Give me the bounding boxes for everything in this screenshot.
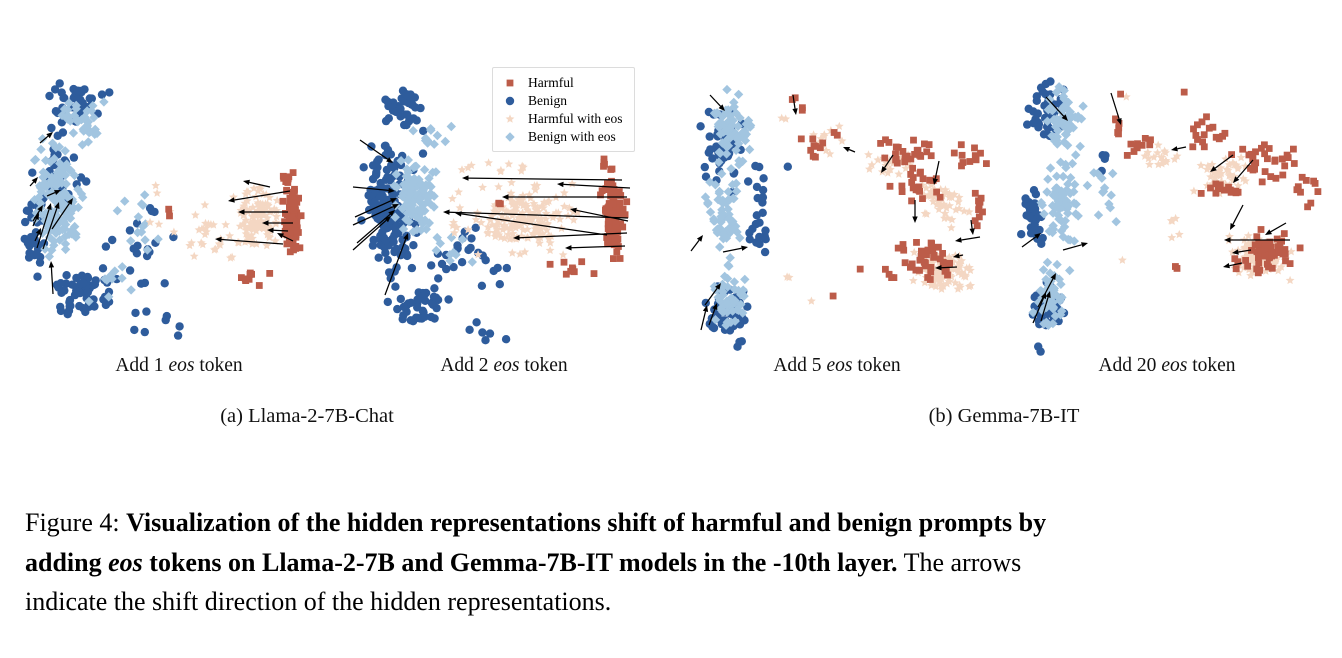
subfigure-label-a: (a) Llama-2-7B-Chat [220, 405, 394, 427]
legend-item-benign: Benign [502, 93, 622, 108]
scatter-plot-add-20-eos-token [1017, 77, 1322, 356]
text-segment: token [1187, 355, 1236, 376]
legend-label: Harmful with eos [528, 111, 623, 126]
legend-label: Harmful [528, 75, 574, 90]
legend-item-harmful: Harmful [502, 75, 622, 90]
text-segment: adding [25, 547, 109, 577]
legend-item-harmful_eos: Harmful with eos [502, 111, 622, 126]
subfigure-label-b: (b) Gemma-7B-IT [928, 405, 1080, 427]
text-segment: eos [108, 547, 143, 577]
plot-caption-add-5-eos: Add 5 eos token [773, 355, 900, 377]
text-segment: tokens on Llama-2-7B and Gemma-7B-IT mod… [142, 547, 898, 577]
legend-item-benign_eos: Benign with eos [502, 129, 622, 144]
text-segment: eos [168, 355, 195, 376]
text-segment: Figure 4: [25, 508, 127, 537]
scatter-plot-add-1-eos-token [20, 79, 305, 340]
figure-4-plots: Add 1 eos token Add 2 eos token Add 5 eo… [20, 67, 1322, 427]
benign-marker-icon [502, 95, 517, 107]
figure-caption-line: adding eos tokens on Llama-2-7B and Gemm… [25, 543, 1323, 583]
text-segment: eos [1161, 355, 1188, 376]
plot-caption-add-2-eos: Add 2 eos token [440, 355, 567, 377]
text-segment: eos [826, 355, 853, 376]
text-segment: indicate the shift direction of the hidd… [25, 587, 612, 616]
figure-caption: Figure 4: Visualization of the hidden re… [25, 503, 1323, 622]
scatter-plot-add-5-eos-token [690, 84, 990, 351]
text-segment: Add 5 [773, 355, 827, 376]
figure-caption-line: indicate the shift direction of the hidd… [25, 582, 1323, 622]
text-segment: token [852, 355, 901, 376]
legend-label: Benign with eos [528, 129, 616, 144]
text-segment: Add 1 [115, 355, 169, 376]
legend-label: Benign [528, 93, 567, 108]
harmful-marker-icon [502, 77, 517, 89]
text-segment: token [194, 355, 243, 376]
figure-caption-line: Figure 4: Visualization of the hidden re… [25, 503, 1323, 543]
text-segment: Add 2 [440, 355, 494, 376]
text-segment: Visualization of the hidden representati… [126, 508, 1047, 537]
text-segment: token [519, 355, 568, 376]
scatter-plot-add-2-eos-token [352, 86, 631, 345]
harmful-eos-marker-icon [502, 113, 517, 125]
plot-caption-add-20-eos: Add 20 eos token [1098, 355, 1235, 377]
text-segment: The arrows [897, 547, 1022, 577]
benign-eos-marker-icon [502, 131, 517, 143]
plot-caption-add-1-eos: Add 1 eos token [115, 355, 242, 377]
text-segment: eos [493, 355, 520, 376]
text-segment: Add 20 [1098, 355, 1162, 376]
